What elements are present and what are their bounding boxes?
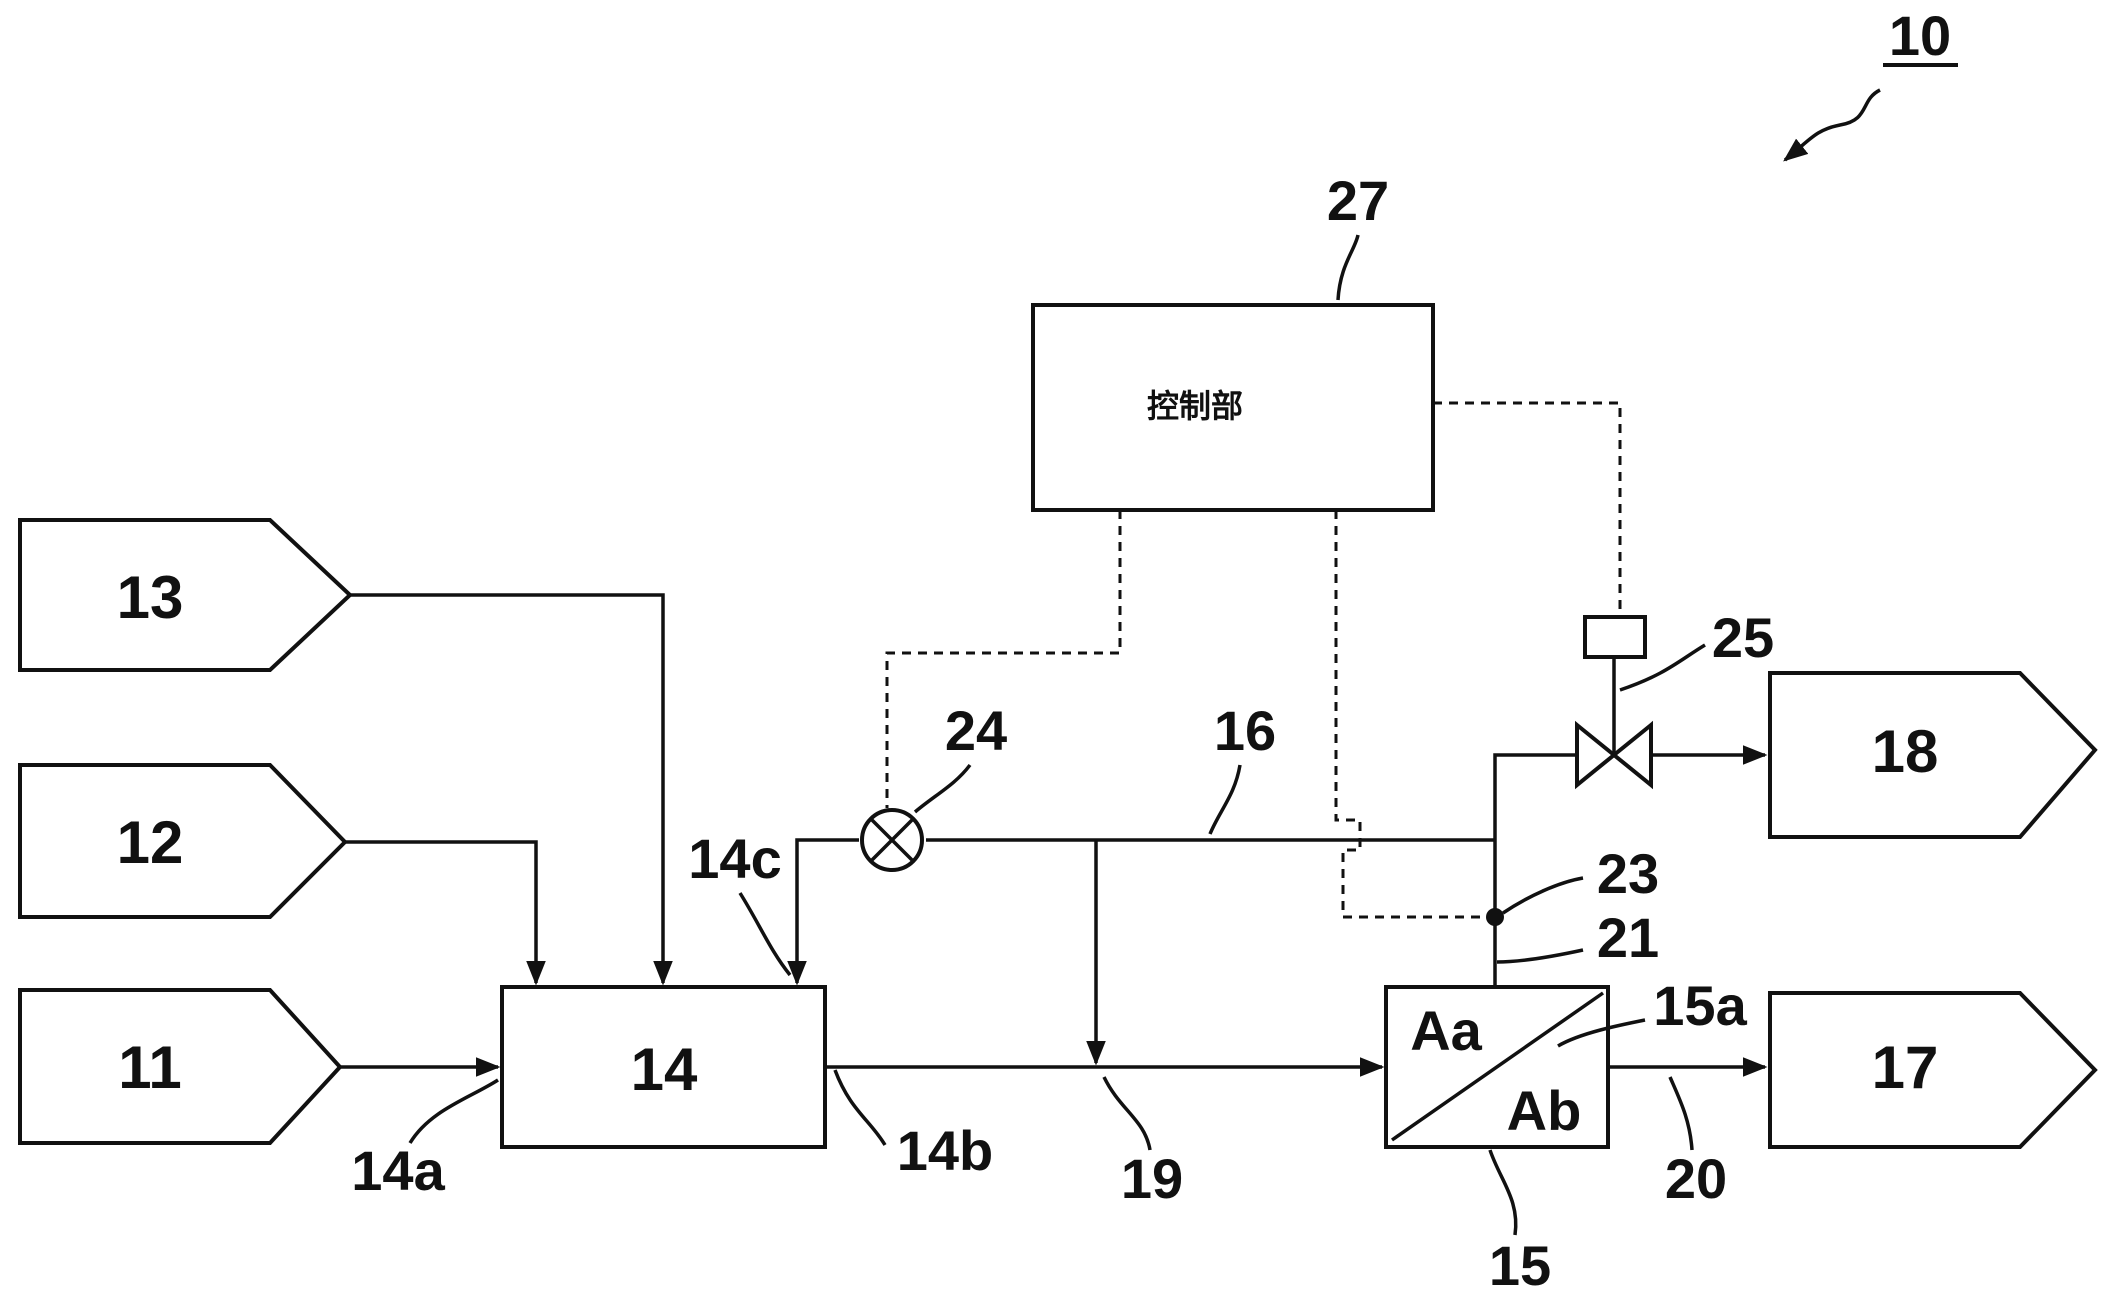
output-18-label: 18 <box>1872 718 1939 785</box>
source-12-shape <box>18 763 348 919</box>
ref-23-leader <box>1502 876 1584 915</box>
membrane-diagonal <box>1390 991 1605 1142</box>
source-13-label: 13 <box>117 564 184 631</box>
controller-box <box>1031 303 1435 512</box>
ref-14a: 14a <box>351 1139 445 1202</box>
signal-27-to-25 <box>1433 401 1622 617</box>
source-11-label: 11 <box>118 1034 181 1101</box>
ref-16-leader <box>1208 764 1242 835</box>
unit-14-label: 14 <box>631 1036 698 1103</box>
ref-15a-leader <box>1557 1018 1646 1048</box>
membrane-module-15: Aa Ab <box>1384 985 1610 1149</box>
signal-27-to-24 <box>885 510 1122 808</box>
controller-ref: 27 <box>1327 169 1389 232</box>
output-18: 18 <box>1768 671 2098 839</box>
source-12-label: 12 <box>117 809 184 876</box>
ref-20-leader <box>1668 1076 1694 1151</box>
ref-23: 23 <box>1597 842 1659 905</box>
source-11: 11 <box>18 988 343 1145</box>
ref-21: 21 <box>1597 906 1659 969</box>
ref-15: 15 <box>1489 1234 1551 1296</box>
ref-14c-leader <box>738 892 792 977</box>
ref-14c: 14c <box>688 827 781 890</box>
control-signal-lines <box>885 401 1622 919</box>
figure-pointer-arrow <box>1783 88 1881 162</box>
ref-20: 20 <box>1665 1147 1727 1210</box>
ref-24-leader <box>913 763 972 814</box>
unit-14: 14 <box>500 985 827 1149</box>
controller-label: 控制部 <box>1147 387 1243 425</box>
reference-labels: 14a 14b 14c 19 16 24 25 23 21 15a 15 20 <box>351 606 1774 1296</box>
controller-27: 控制部 27 <box>1031 169 1435 512</box>
valve-25 <box>1575 615 1653 790</box>
source-12: 12 <box>18 763 348 919</box>
valve-25-right-triangle <box>1610 720 1653 790</box>
unit-14-box <box>500 985 827 1149</box>
membrane-side-a: Aa <box>1410 999 1482 1062</box>
ref-15-leader <box>1488 1149 1518 1236</box>
ref-16: 16 <box>1214 699 1276 762</box>
ref-19: 19 <box>1121 1147 1183 1210</box>
output-17-label: 17 <box>1872 1034 1939 1101</box>
ref-24: 24 <box>945 699 1007 762</box>
flow-24-to-14c <box>787 838 859 986</box>
valve-25-actuator <box>1583 615 1647 659</box>
signal-27-to-23 <box>1334 510 1495 919</box>
flow-12-to-14 <box>345 840 546 986</box>
output-17: 17 <box>1768 991 2098 1149</box>
valve-24-cross-b <box>869 817 915 863</box>
output-18-shape <box>1768 671 2098 839</box>
figure-number: 10 <box>1889 4 1951 67</box>
figure-reference: 10 <box>1783 4 1958 162</box>
valve-24 <box>860 808 924 872</box>
ref-14b: 14b <box>897 1119 994 1182</box>
membrane-side-b: Ab <box>1507 1079 1582 1142</box>
ref-25-leader <box>1619 643 1706 692</box>
source-13: 13 <box>18 518 353 672</box>
ref-25: 25 <box>1712 606 1774 669</box>
valve-25-left-triangle <box>1575 720 1618 790</box>
ref-14a-leader <box>408 1078 499 1144</box>
ref-15a: 15a <box>1653 974 1747 1037</box>
controller-leader <box>1336 234 1360 301</box>
source-11-shape <box>18 988 343 1145</box>
ref-14b-leader <box>833 1069 887 1146</box>
ref-21-leader <box>1496 948 1584 964</box>
source-13-shape <box>18 518 353 672</box>
output-17-shape <box>1768 991 2098 1149</box>
ref-19-leader <box>1102 1076 1152 1151</box>
flow-13-to-14 <box>350 593 673 986</box>
flow-lines <box>340 593 1768 1077</box>
